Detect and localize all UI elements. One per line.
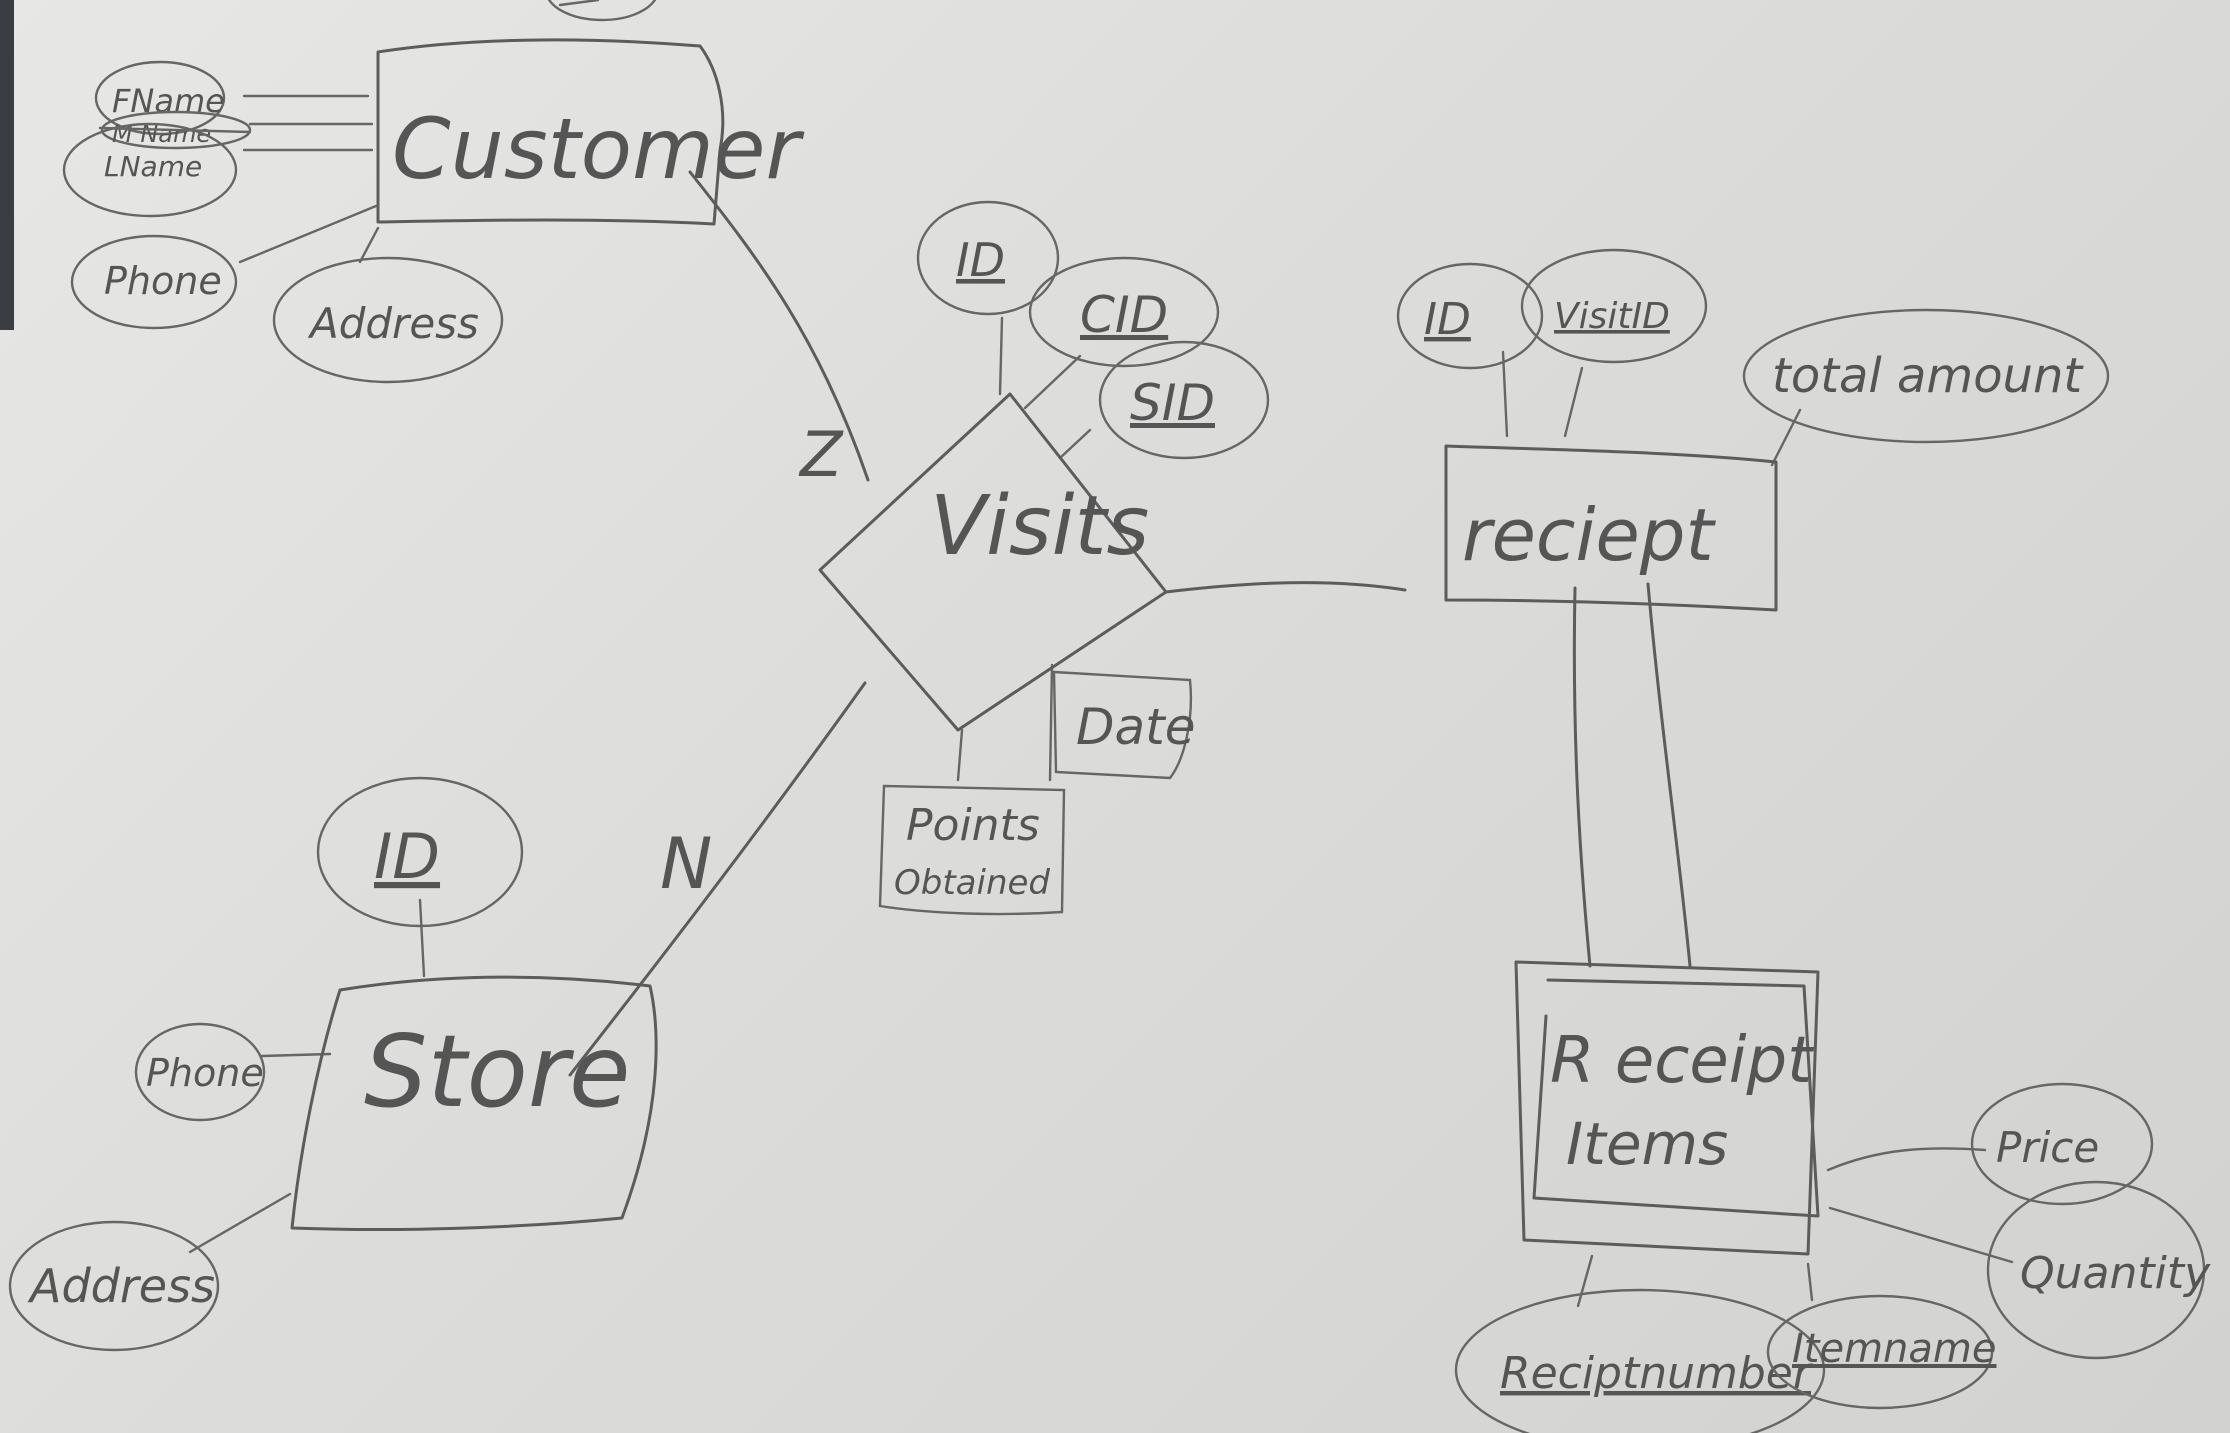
svg-text:Obtained: Obtained: [894, 863, 1050, 903]
line-visits-id: [998, 316, 1004, 396]
entity-store-label: Store: [364, 1013, 631, 1130]
connectors: [188, 0, 2014, 1308]
line-visits-sid: [1058, 428, 1092, 460]
entity-store[interactable]: Store: [290, 975, 658, 1232]
line-items-itemname: [1806, 1262, 1814, 1302]
entity-receipt-label: reciept: [1462, 493, 1716, 577]
entity-customer-label: Customer: [392, 100, 804, 198]
line-visits-cid: [1023, 354, 1082, 410]
line-visits-store: [568, 681, 867, 1077]
relationship-visits[interactable]: Visits: [818, 392, 1168, 732]
attr-customer-top-partial: [547, 0, 657, 22]
line-store-address: [188, 1192, 292, 1254]
svg-text:VisitID: VisitID: [1554, 296, 1670, 337]
svg-text:ID: ID: [374, 820, 440, 893]
attr-store-id[interactable]: ID: [316, 776, 524, 928]
svg-text:ID: ID: [956, 233, 1005, 287]
svg-text:Phone: Phone: [104, 259, 222, 303]
svg-text:LName: LName: [104, 150, 202, 183]
line-receipt-total: [1770, 408, 1802, 467]
svg-text:Points: Points: [906, 800, 1040, 851]
svg-text:Address: Address: [307, 299, 479, 348]
line-receipt-items-2: [1646, 582, 1692, 968]
line-receipt-items-1: [1572, 586, 1592, 968]
line-customer-phone: [238, 204, 378, 264]
entity-customer[interactable]: Customer: [376, 38, 804, 226]
attr-visits-date[interactable]: Date: [1052, 670, 1196, 780]
svg-text:Date: Date: [1076, 698, 1196, 756]
attr-customer-address[interactable]: Address: [272, 256, 504, 384]
line-receipt-visitid: [1563, 366, 1584, 438]
attr-visits-id[interactable]: ID: [916, 200, 1060, 316]
attr-receipt-visitid[interactable]: VisitID: [1520, 248, 1708, 364]
svg-text:total amount: total amount: [1772, 348, 2084, 404]
page-edge-shadow: [0, 0, 14, 330]
attr-items-price[interactable]: Price: [1970, 1082, 2154, 1206]
svg-text:CID: CID: [1080, 286, 1168, 344]
svg-text:Reciptnumber: Reciptnumber: [1500, 1348, 1814, 1399]
attr-visits-cid[interactable]: CID: [1028, 256, 1220, 368]
attr-customer-phone[interactable]: Phone: [70, 234, 238, 330]
svg-text:Price: Price: [1996, 1123, 2099, 1172]
attr-items-quantity[interactable]: Quantity: [1986, 1180, 2211, 1360]
attr-visits-sid[interactable]: SID: [1098, 340, 1270, 460]
line-visits-receipt: [1164, 581, 1407, 594]
entity-receipt[interactable]: reciept: [1444, 444, 1778, 612]
attr-customer-lname[interactable]: LName: [62, 122, 238, 218]
cardinality-store: N: [660, 823, 712, 905]
line-visits-date: [1048, 663, 1054, 782]
entity-receipt-items-label-1: R eceipt: [1550, 1024, 1815, 1098]
attr-store-phone[interactable]: Phone: [134, 1022, 266, 1122]
entity-receipt-items[interactable]: R eceipt Items: [1514, 960, 1820, 1256]
line-visits-points: [956, 728, 964, 782]
attr-store-address[interactable]: Address: [8, 1220, 220, 1352]
attr-receipt-total[interactable]: total amount: [1742, 308, 2110, 444]
svg-text:ID: ID: [1424, 294, 1471, 345]
line-store-phone: [260, 1052, 332, 1058]
attr-items-receiptnumber[interactable]: Reciptnumber: [1454, 1288, 1826, 1433]
line-items-receiptnumber: [1576, 1254, 1594, 1308]
svg-text:Quantity: Quantity: [2020, 1248, 2211, 1299]
attr-items-itemname[interactable]: Itemname: [1766, 1294, 1997, 1410]
svg-text:SID: SID: [1130, 374, 1215, 432]
line-store-id: [418, 898, 426, 978]
relationship-visits-label: Visits: [930, 479, 1149, 574]
svg-text:Address: Address: [27, 1259, 215, 1313]
line-items-price: [1826, 1147, 1987, 1172]
line-customer-top: [558, 0, 600, 7]
line-customer-address: [358, 226, 380, 264]
entity-receipt-items-label-2: Items: [1566, 1110, 1728, 1178]
svg-text:Phone: Phone: [146, 1051, 264, 1095]
attr-visits-points[interactable]: Points Obtained: [878, 784, 1066, 916]
attr-receipt-id[interactable]: ID: [1396, 262, 1544, 370]
svg-text:Itemname: Itemname: [1792, 1326, 1997, 1372]
line-receipt-id: [1501, 350, 1509, 438]
line-customer-visits: [688, 170, 870, 482]
line-items-quantity: [1828, 1206, 2014, 1264]
cardinality-customer: Z: [798, 418, 844, 491]
